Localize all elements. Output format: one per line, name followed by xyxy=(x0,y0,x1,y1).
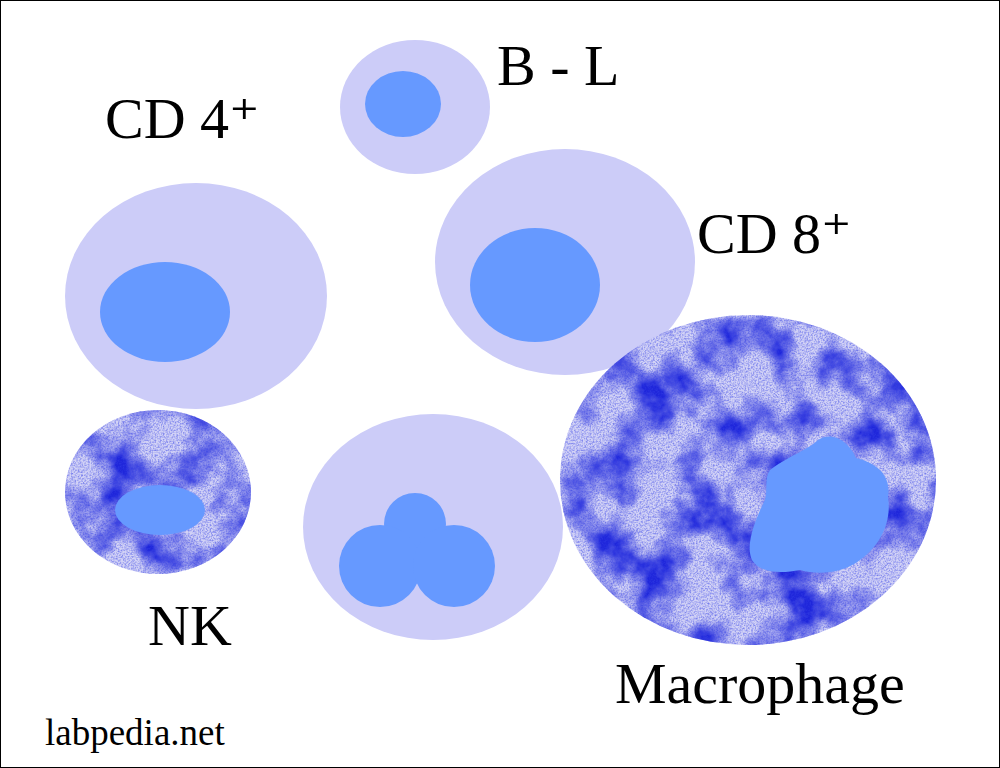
watermark: labpedia.net xyxy=(45,714,225,751)
nucleus xyxy=(365,71,441,137)
cytoplasm xyxy=(65,410,251,574)
cytoplasm xyxy=(65,183,327,409)
cell-label: B - L xyxy=(497,37,619,95)
nucleus xyxy=(750,436,889,572)
cell-shape xyxy=(65,410,251,574)
cytoplasm xyxy=(340,40,490,174)
cell-label: CD 4⁺ xyxy=(105,90,260,148)
cell: B - L xyxy=(340,40,490,174)
nucleus xyxy=(115,485,205,535)
cell-label: Macrophage xyxy=(615,655,905,713)
cell: NK xyxy=(65,410,251,574)
cell: CD 4⁺ xyxy=(65,183,327,409)
cytoplasm xyxy=(560,315,936,645)
cell-label: NK xyxy=(148,597,232,655)
neutrophil-cell xyxy=(303,414,563,640)
cell-label: CD 8⁺ xyxy=(697,205,852,263)
cell-shape xyxy=(560,315,936,645)
cell-shape xyxy=(340,40,490,174)
nucleus xyxy=(100,262,230,362)
cell-shape xyxy=(65,183,327,409)
cell: Macrophage xyxy=(560,315,936,645)
nucleus xyxy=(470,228,600,342)
